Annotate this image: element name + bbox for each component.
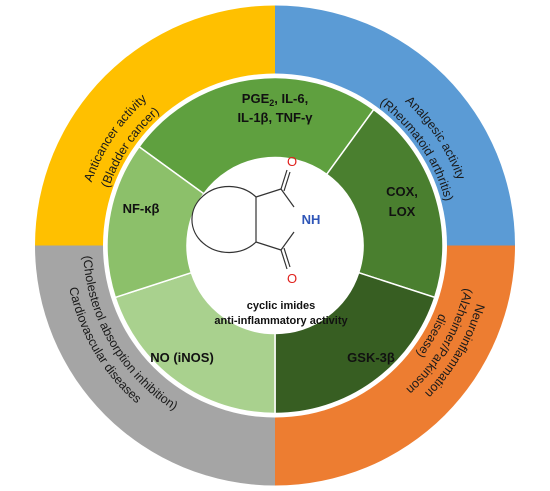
center-disk	[187, 157, 363, 334]
center-caption-subtitle: anti-inflammatory activity	[214, 315, 348, 327]
no-inos-label: NO (iNOS)	[150, 350, 214, 365]
carbonyl-oxygen-bottom: O	[287, 271, 297, 286]
pge2-il6-label: PGE2, IL-6,	[242, 91, 308, 108]
cyclic-imide-structure	[191, 169, 295, 270]
nfkb-label: NF-κβ	[123, 201, 160, 216]
center-caption-title: cyclic imides	[247, 300, 316, 312]
gsk3b-label: GSK-3β	[347, 350, 395, 365]
fused-ring-arc	[191, 185, 257, 254]
inner-ring	[106, 76, 444, 415]
imide-nh: NH	[302, 212, 321, 227]
il1b-tnf-label: IL-1β, TNF-γ	[237, 110, 313, 125]
lox-label: LOX	[389, 204, 416, 219]
cox-label: COX,	[386, 184, 418, 199]
carbonyl-oxygen-top: O	[287, 154, 297, 169]
